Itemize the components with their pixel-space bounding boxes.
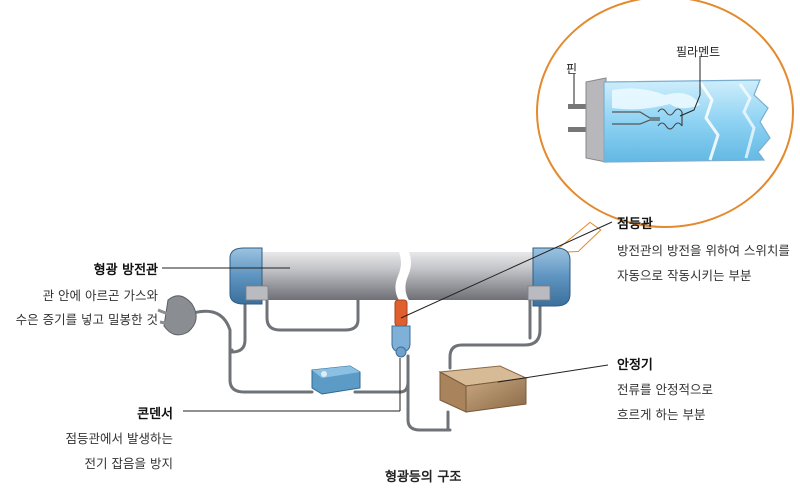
pin-top	[568, 104, 588, 109]
ballast-title: 안정기	[617, 358, 653, 373]
starter-title: 점등관	[617, 217, 653, 232]
tube-desc-2: 수은 증기를 넣고 밀봉한 것	[15, 312, 158, 327]
filament-leader	[679, 56, 701, 117]
fluorescent-tube	[229, 247, 571, 307]
starter-desc-1: 방전관의 방전을 위하여 스위치를	[617, 243, 790, 258]
capacitor	[311, 365, 361, 395]
starter-desc-2: 자동으로 작동시키는 부분	[617, 268, 752, 283]
capacitor-title: 콘덴서	[137, 407, 173, 422]
ballast-leader	[497, 364, 609, 383]
capacitor-desc-2: 전기 잡음을 방지	[84, 456, 173, 471]
power-plug	[157, 295, 197, 336]
starter-leader	[400, 221, 613, 319]
diagram-caption: 형광등의 구조	[385, 470, 462, 485]
filament-label: 필라멘트	[676, 45, 721, 59]
tube-title: 형광 방전관	[93, 263, 158, 278]
starter	[391, 299, 411, 358]
ballast-desc-1: 전류를 안정적으로	[617, 382, 713, 397]
pin-label: 핀	[566, 62, 578, 76]
tube-desc-1: 관 안에 아르곤 가스와	[42, 288, 158, 303]
pin-bottom	[568, 127, 588, 132]
wiring	[178, 296, 542, 432]
ballast	[438, 365, 528, 413]
ballast-desc-2: 흐르게 하는 부분	[617, 407, 706, 422]
zoom-tube-end	[568, 77, 771, 163]
capacitor-desc-1: 점등관에서 발생하는	[65, 431, 173, 446]
